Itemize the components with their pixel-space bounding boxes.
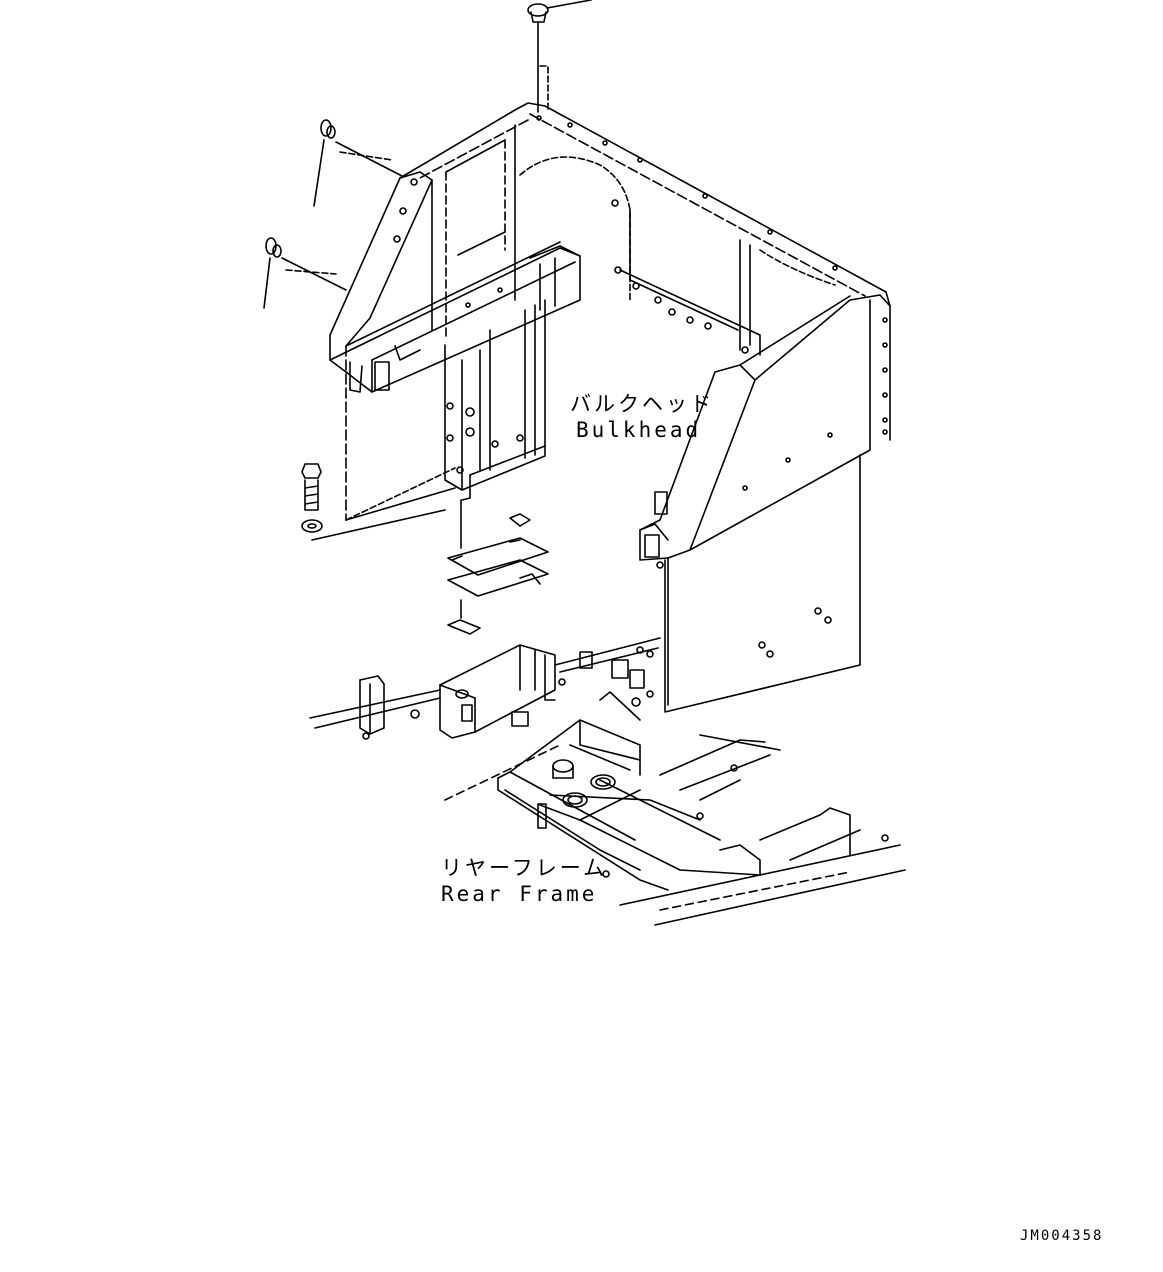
rear-frame-label-jp: リヤーフレーム [441, 856, 608, 880]
top-cap-plug [527, 0, 592, 113]
bulkhead-center-post [444, 299, 546, 501]
bulkhead-cross-beam [329, 241, 581, 393]
lower-mount-bracket [359, 644, 654, 740]
bulkhead-label-en: Bulkhead [576, 418, 702, 442]
bulkhead-label-jp: バルクヘッド [570, 392, 714, 416]
shim-stack [447, 499, 549, 635]
mount-bolt [301, 463, 446, 541]
rear-frame-label-en: Rear Frame [441, 882, 598, 906]
bulkhead-arch-panel [519, 156, 836, 356]
bulkhead-left-wall [329, 124, 516, 521]
rear-frame [309, 637, 906, 926]
upper-bolt-1 [313, 119, 403, 207]
upper-bolt-2 [263, 237, 347, 309]
bulkhead-top-frame [399, 102, 891, 441]
bulkhead-right-wall [639, 294, 891, 713]
drawing-reference-number: JM004358 [1020, 1228, 1104, 1244]
